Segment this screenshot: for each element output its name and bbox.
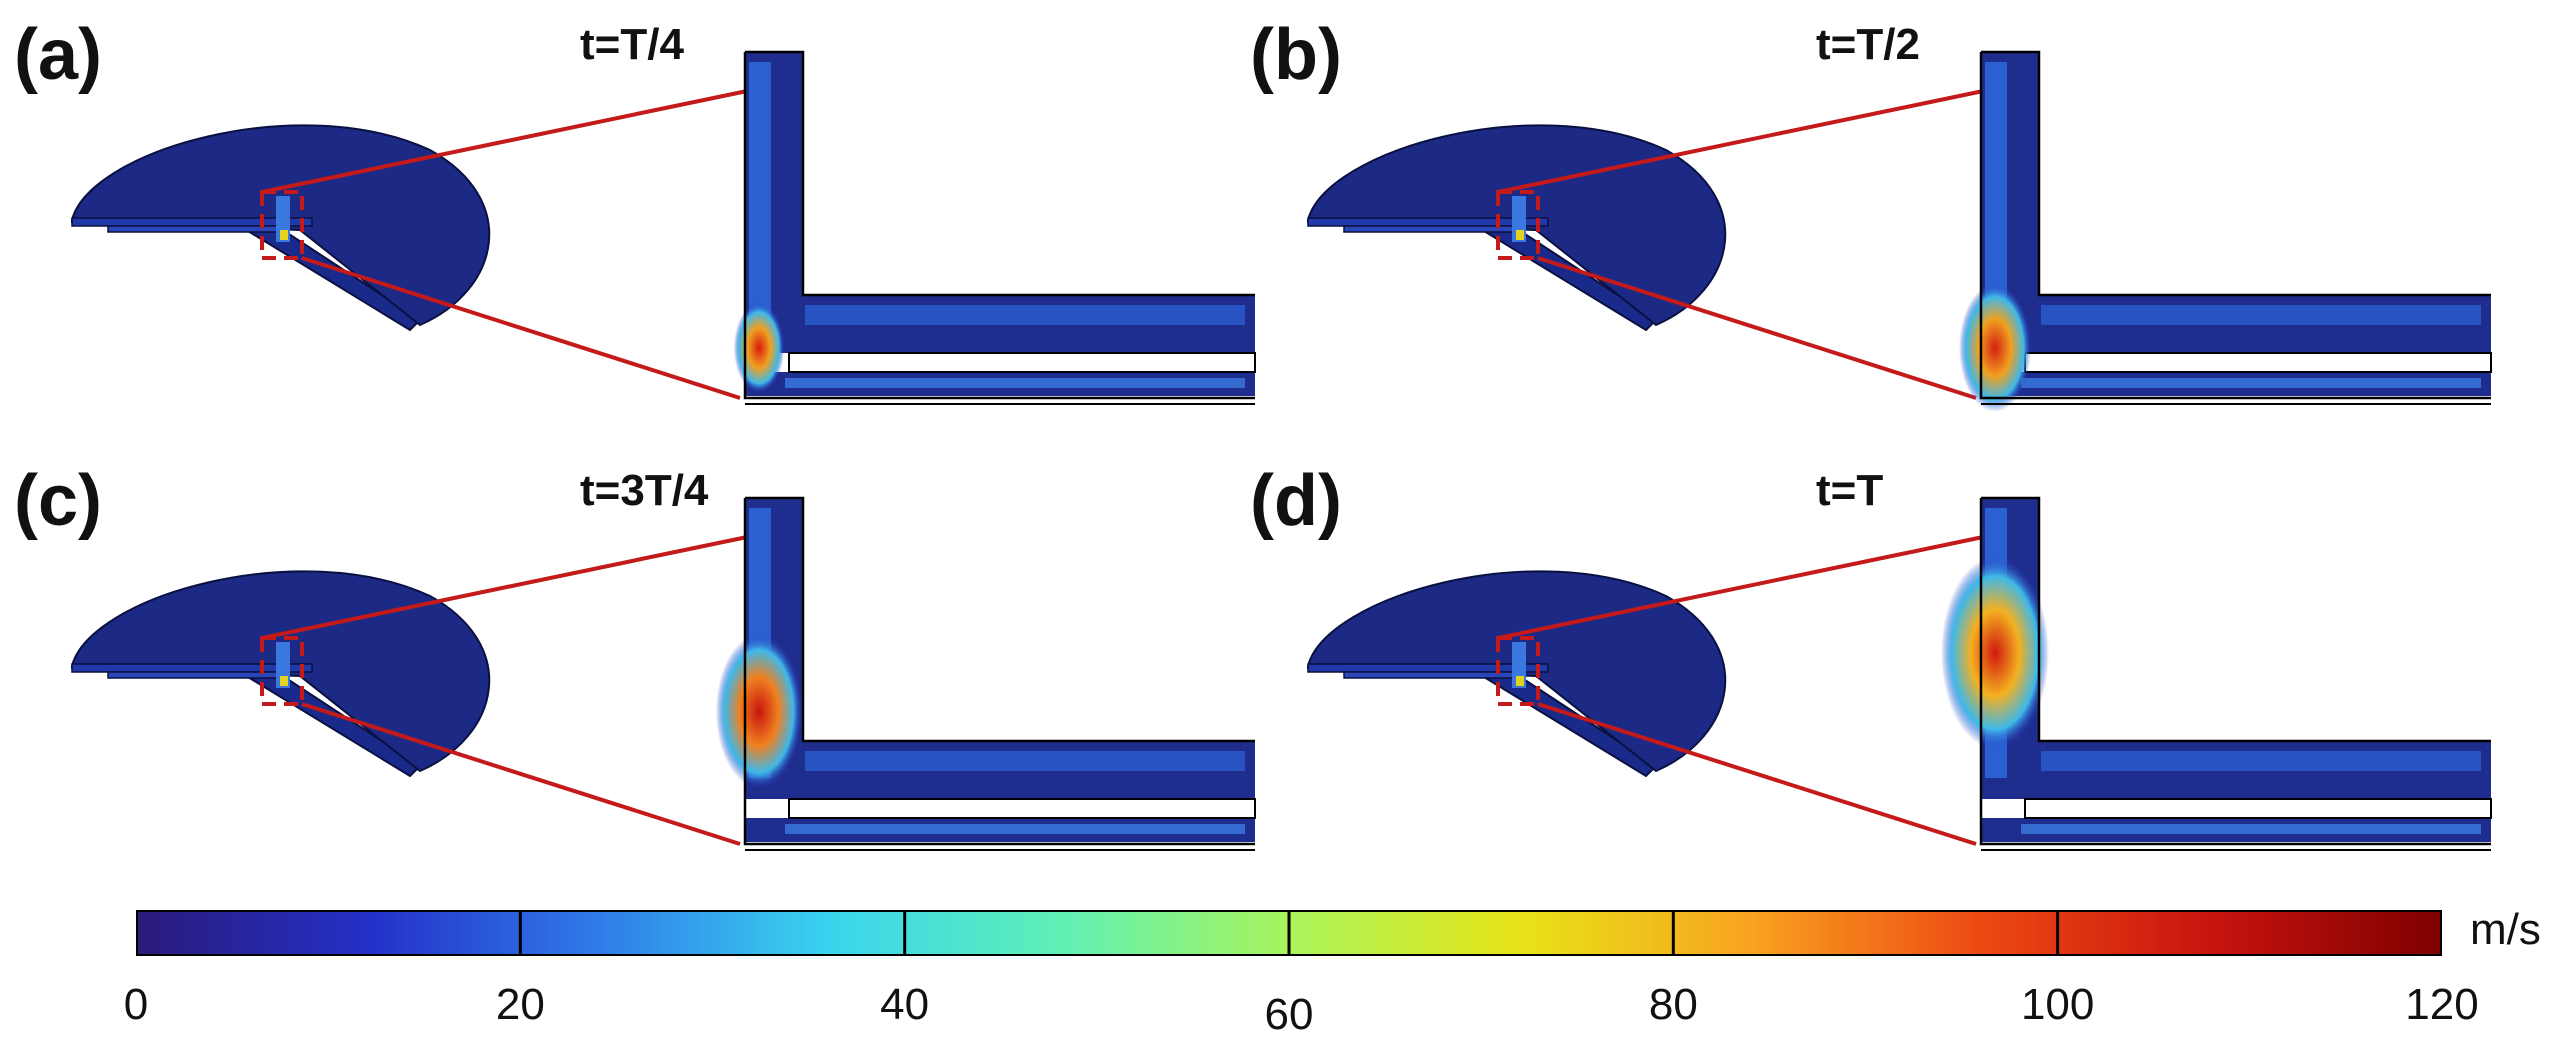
colorbar-tick-label: 120 [2405,980,2479,1029]
velocity-field-illustration [71,496,1256,851]
colorbar-unit: m/s [2470,905,2541,954]
zoom-box [1496,636,1540,706]
zoomed-channel [715,496,1256,851]
time-label: t=T/4 [580,20,684,69]
panel-b: (b) t=T/2 [1236,0,2520,440]
disk-model [1307,124,1727,332]
panel-c: (c) t=3T/4 [0,446,1284,886]
panel-label: (c) [14,461,102,541]
zoom-line [261,88,753,194]
disk-model [1307,570,1727,778]
time-label: t=3T/4 [580,466,709,515]
panel-d: (d) t=T [1236,446,2520,886]
velocity-field-illustration [1307,496,2492,851]
panel-label: (b) [1250,15,1342,95]
zoom-line [1497,534,1989,640]
zoomed-channel [733,50,1256,405]
velocity-field-illustration [1307,50,2492,412]
zoomed-channel [1941,496,2492,851]
zoom-line [261,534,753,640]
colorbar-gradient [136,910,2442,956]
disk-model [71,124,491,332]
zoom-line [301,256,741,400]
colorbar-tick-label: 40 [880,980,930,1029]
panel-label: (a) [14,15,102,95]
zoom-line [1537,256,1977,400]
velocity-field-illustration [71,50,1256,405]
panel-a: (a) t=T/4 [0,0,1284,440]
zoomed-channel [1959,50,2492,412]
zoom-box [1496,190,1540,260]
panel-label: (d) [1250,461,1342,541]
time-label: t=T [1816,466,1884,515]
zoom-box [260,190,304,260]
zoom-line [301,702,741,846]
colorbar [136,910,2442,956]
disk-model [71,570,491,778]
zoom-line [1537,702,1977,846]
zoom-box [260,636,304,706]
time-label: t=T/2 [1816,20,1920,69]
zoom-line [1497,88,1989,194]
colorbar-tick-label: 0 [123,980,149,1029]
colorbar-tick-label: 60 [1264,990,1314,1039]
colorbar-tick-label: 100 [2020,980,2095,1029]
colorbar-tick-label: 20 [495,980,545,1029]
colorbar-tick-label: 80 [1648,980,1698,1029]
